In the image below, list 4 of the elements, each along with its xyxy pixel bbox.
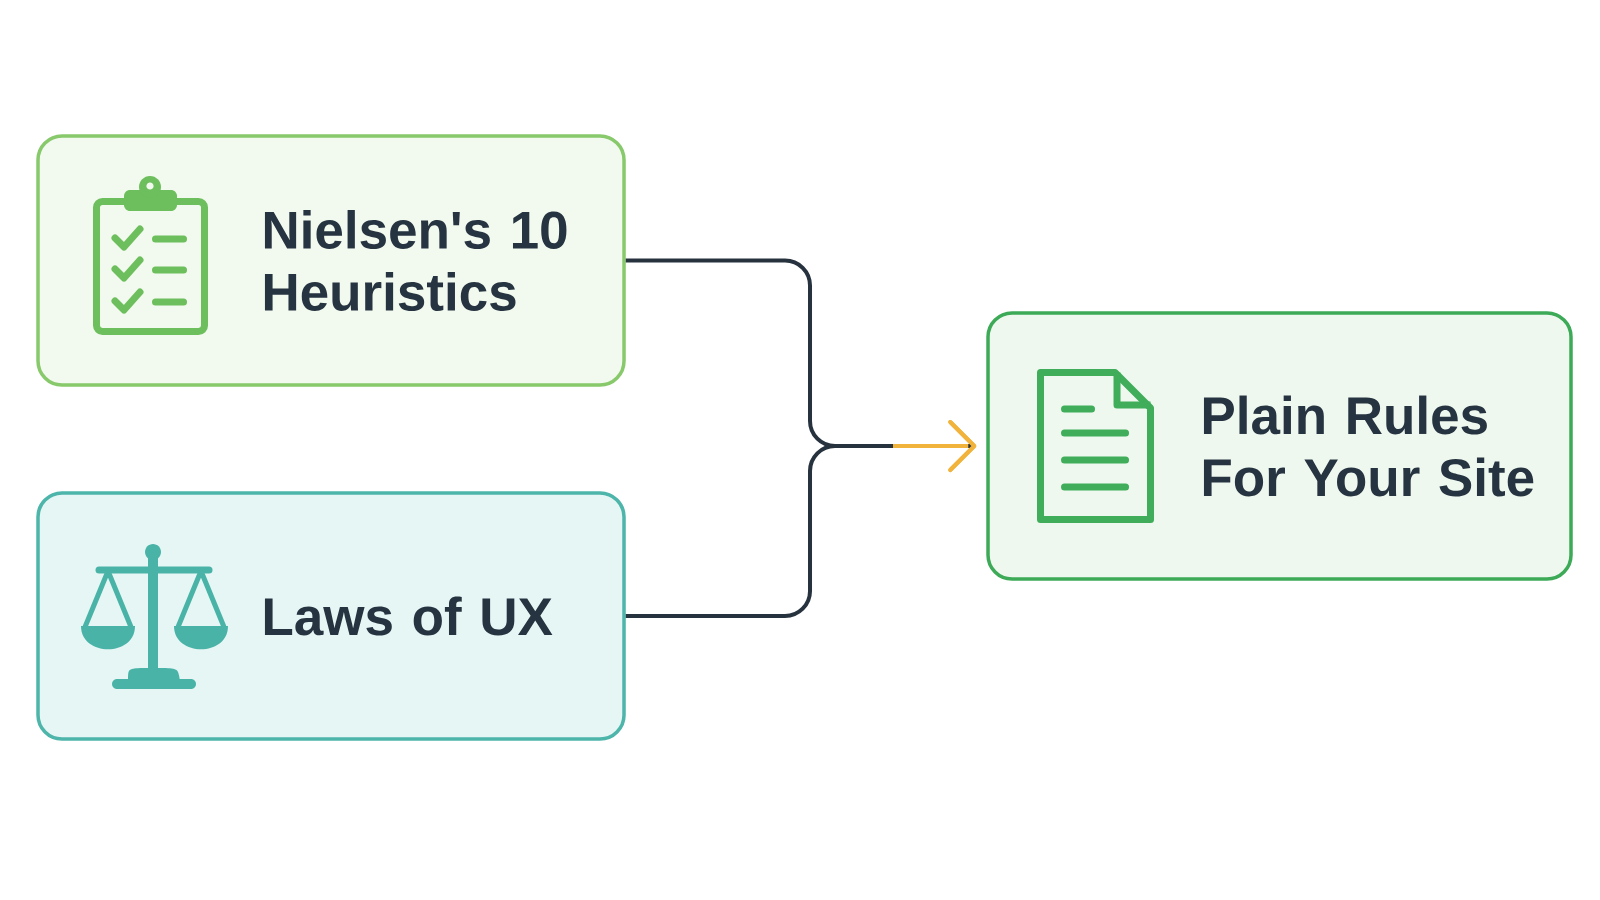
rounded-box: Plain Rules For Your Site xyxy=(986,311,1573,581)
rounded-box: Laws of UX xyxy=(36,491,626,741)
rounded-box: Nielsen's 10 Heuristics xyxy=(36,134,626,387)
connector xyxy=(893,444,969,448)
